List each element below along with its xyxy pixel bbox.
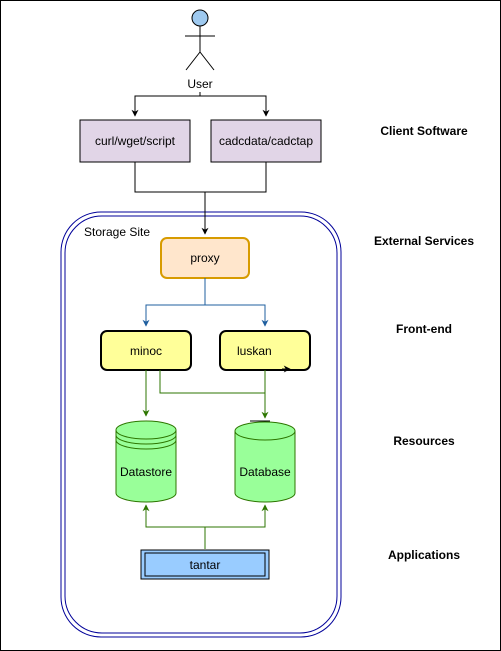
client-curl-label: curl/wget/script: [95, 134, 176, 148]
client-curl-shape: [79, 119, 191, 163]
datastore-ring-1: [115, 434, 177, 445]
edge-user-to-curl: [131, 92, 201, 117]
proxy-label: proxy: [190, 251, 219, 265]
layer-label-external: External Services: [374, 234, 474, 248]
app-tantar-box[interactable]: tantar: [140, 549, 270, 580]
proxy-box[interactable]: proxy: [160, 237, 250, 279]
user-actor[interactable]: User: [185, 9, 215, 91]
layer-label-resources: Resources: [393, 434, 455, 448]
edge-user-to-cadcdata: [200, 95, 270, 117]
frontend-minoc-label: minoc: [130, 344, 162, 358]
app-tantar-label: tantar: [190, 558, 221, 572]
datastore-ring-2: [115, 439, 177, 450]
layer-label-client: Client Software: [380, 124, 468, 138]
layer-label-frontend: Front-end: [396, 322, 452, 336]
client-cadcdata-label: cadcdata/cadctap: [219, 134, 313, 148]
edge-cadcdata-to-proxy: [201, 162, 267, 235]
storage-site-outer-border: [60, 211, 342, 638]
database-label: Database: [239, 465, 291, 479]
database-cylinder[interactable]: Database: [234, 420, 296, 503]
actor-right-leg: [199, 51, 215, 71]
edge-proxy-to-minoc: [142, 278, 206, 327]
edge-curl-to-proxy: [134, 162, 205, 193]
frontend-luskan-label: luskan: [237, 344, 272, 358]
edge-tantar-to-datastore: [142, 504, 206, 549]
client-cadcdata-shape: [210, 119, 322, 163]
client-cadcdata-box[interactable]: cadcdata/cadctap: [210, 119, 322, 163]
database-body: [234, 431, 296, 503]
storage-site-label: Storage Site: [84, 225, 150, 239]
datastore-label: Datastore: [120, 465, 172, 479]
storage-site-inner-border: [64, 215, 338, 634]
database-top: [234, 421, 296, 441]
datastore-top: [115, 420, 177, 440]
actor-label: User: [187, 77, 212, 91]
storage-site-container[interactable]: Storage Site: [60, 211, 342, 638]
frontend-minoc-box[interactable]: minoc: [100, 330, 192, 371]
actor-left-leg: [185, 51, 201, 71]
edge-minoc-to-database: [159, 370, 269, 419]
datastore-cylinder[interactable]: Datastore: [115, 420, 177, 503]
app-tantar-inner: [144, 552, 266, 577]
frontend-luskan-box[interactable]: luskan: [219, 330, 311, 371]
edge-tantar-to-database: [205, 504, 269, 528]
actor-head: [191, 9, 209, 27]
edge-proxy-to-luskan: [205, 304, 269, 327]
layer-label-applications: Applications: [388, 548, 460, 562]
client-curl-box[interactable]: curl/wget/script: [79, 119, 191, 163]
